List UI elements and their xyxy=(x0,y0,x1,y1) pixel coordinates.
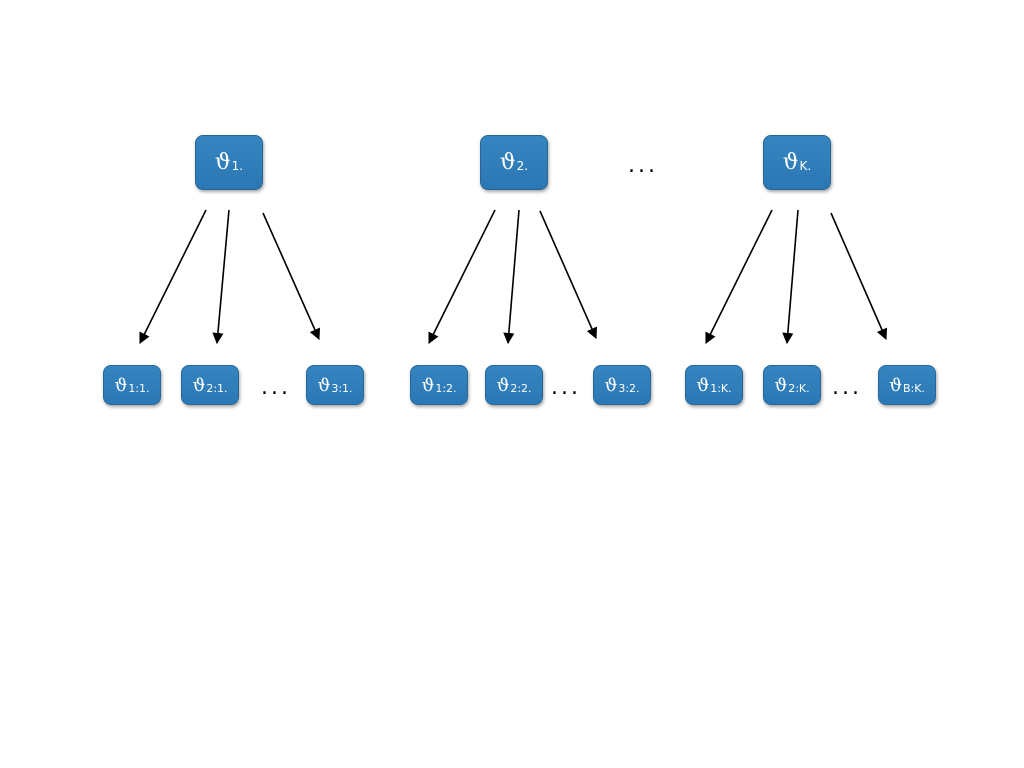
arrow-k-to-b-k xyxy=(830,212,888,341)
node-subscript: 2. xyxy=(516,158,529,173)
node-subscript: 2:K. xyxy=(788,381,810,395)
node-subscript: 2:1. xyxy=(206,381,228,395)
theta-symbol: ϑ xyxy=(214,150,231,175)
node-subscript: 1. xyxy=(231,158,244,173)
child-ellipsis-2: ... xyxy=(551,375,581,400)
child-ellipsis-k: ... xyxy=(832,375,862,400)
arrow-2-to-3-2 xyxy=(539,210,598,340)
theta-symbol: ϑ xyxy=(889,374,902,396)
theta-symbol: ϑ xyxy=(782,150,799,175)
theta-symbol: ϑ xyxy=(114,374,128,396)
theta-symbol: ϑ xyxy=(499,150,516,175)
arrow-1-to-3-1 xyxy=(262,212,321,341)
arrow-k-to-2-k xyxy=(782,209,799,345)
node-subscript: 2:2. xyxy=(510,381,532,395)
node-subscript: 1:K. xyxy=(710,381,732,395)
theta-symbol: ϑ xyxy=(421,374,435,396)
arrow-2-to-2-2 xyxy=(503,209,520,345)
arrow-k-to-1-k xyxy=(705,209,773,345)
theta-symbol: ϑ xyxy=(192,374,206,396)
arrow-2-to-1-2 xyxy=(428,209,496,345)
arrow-1-to-2-1 xyxy=(212,209,230,345)
node-subscript: B:K. xyxy=(902,381,925,395)
theta-symbol: ϑ xyxy=(604,374,618,396)
theta-symbol: ϑ xyxy=(317,374,331,396)
theta-symbol: ϑ xyxy=(496,374,510,396)
node-subscript: 3:2. xyxy=(618,381,640,395)
node-subscript: 1:2. xyxy=(435,381,457,395)
node-subscript: K. xyxy=(799,158,812,173)
child-ellipsis-1: ... xyxy=(261,375,291,400)
node-subscript: 1:1. xyxy=(128,381,150,395)
node-subscript: 3:1. xyxy=(331,381,353,395)
theta-symbol: ϑ xyxy=(774,374,788,396)
theta-symbol: ϑ xyxy=(696,374,710,396)
parent-ellipsis: ... xyxy=(628,153,658,178)
arrow-1-to-1-1 xyxy=(139,209,207,345)
